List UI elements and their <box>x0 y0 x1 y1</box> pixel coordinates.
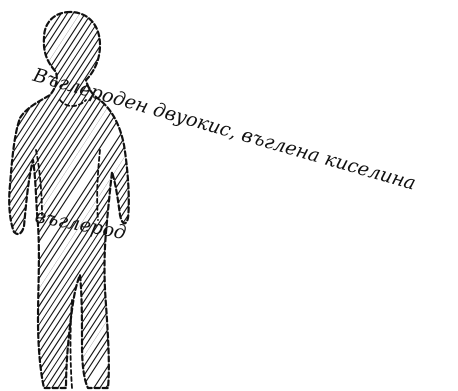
hatch-stroke <box>20 0 280 391</box>
hatch-gap <box>149 0 409 391</box>
hatch-stroke <box>0 0 4 391</box>
hatch-stroke <box>176 0 436 391</box>
hatch-stroke <box>0 0 34 391</box>
hatch-stroke <box>0 0 70 391</box>
hatch-stroke <box>50 0 310 391</box>
hatch-gap <box>0 0 225 391</box>
hatch-gap <box>195 0 455 391</box>
hatch-stroke <box>26 0 286 391</box>
hatch-stroke <box>38 0 298 391</box>
hatch-stroke <box>152 0 412 391</box>
hatch-stroke <box>188 0 448 391</box>
hatch-stroke <box>0 0 130 391</box>
hatch-stroke <box>146 0 406 391</box>
hatch-stroke <box>158 0 418 391</box>
hatch-stroke <box>0 0 232 391</box>
hatch-stroke <box>0 0 28 391</box>
hatch-stroke <box>122 0 382 391</box>
hatch-stroke <box>182 0 442 391</box>
hatch-stroke <box>134 0 394 391</box>
hatch-stroke <box>86 0 346 391</box>
hatch-stroke <box>170 0 430 391</box>
hatch-gap <box>103 0 363 391</box>
hatch-stroke <box>194 0 454 391</box>
hatch-stroke <box>128 0 388 391</box>
hatch-stroke <box>140 0 400 391</box>
hatch-stroke <box>110 0 370 391</box>
hatch-stroke <box>104 0 364 391</box>
hatch-gap <box>80 0 340 391</box>
hatch-stroke <box>0 0 238 391</box>
hatch-stroke <box>8 0 268 391</box>
hatch-gap <box>0 0 133 391</box>
hatch-stroke <box>92 0 352 391</box>
hatch-stroke <box>0 0 16 391</box>
hatch-stroke <box>0 0 52 391</box>
hatch-stroke <box>0 0 226 391</box>
hatch-stroke <box>0 0 208 391</box>
hatch-gap <box>0 0 248 391</box>
hatch-stroke <box>0 0 40 391</box>
hatch-stroke <box>0 0 250 391</box>
hatch-stroke <box>74 0 334 391</box>
hatch-stroke <box>116 0 376 391</box>
hatch-gap <box>126 0 386 391</box>
hatch-stroke <box>80 0 340 391</box>
hatch-gap <box>0 0 156 391</box>
hatch-stroke <box>164 0 424 391</box>
hatch-gap <box>172 0 432 391</box>
body-outline <box>9 12 129 388</box>
hatch-stroke <box>0 0 154 391</box>
hatch-stroke <box>98 0 358 391</box>
hatch-stroke <box>0 0 22 391</box>
